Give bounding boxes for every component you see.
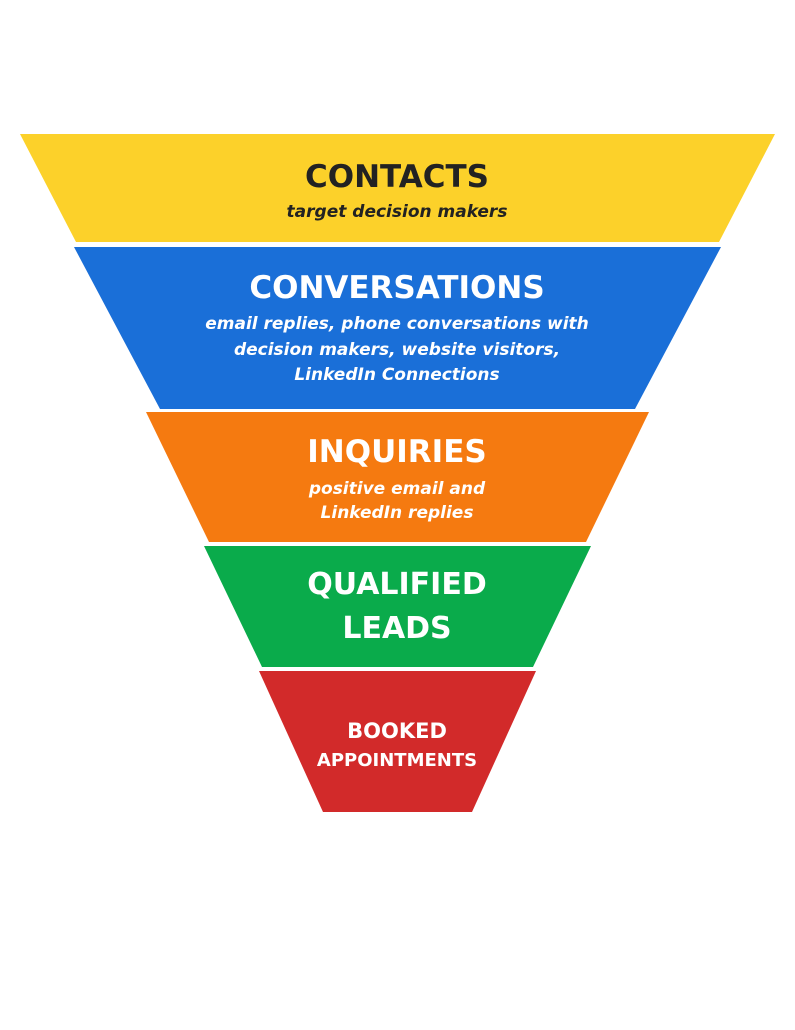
stage-band-booked-appointments — [259, 671, 536, 812]
stage-subtitle-line: decision makers, website visitors, — [234, 340, 560, 360]
stage-title-inquiries: INQUIRIES — [307, 434, 486, 470]
stage-title-conversations: CONVERSATIONS — [249, 270, 544, 306]
stage-band-conversations — [74, 247, 721, 409]
stage-subtitle-line: LinkedIn replies — [321, 503, 474, 523]
stage-title-line: QUALIFIED — [307, 567, 487, 602]
funnel-stage-contacts: CONTACTS target decision makers — [20, 134, 775, 242]
stage-subtitle-line: email replies, phone conversations with — [205, 314, 589, 334]
stage-title-line: BOOKED — [347, 719, 447, 743]
funnel-stage-conversations: CONVERSATIONS email replies, phone conve… — [74, 247, 721, 409]
funnel-stage-booked-appointments: BOOKED APPOINTMENTS — [259, 671, 536, 812]
funnel-stage-qualified-leads: QUALIFIED LEADS — [204, 546, 591, 667]
stage-subtitle-line: LinkedIn Connections — [294, 365, 499, 385]
stage-title-line: LEADS — [342, 611, 451, 646]
funnel-stage-inquiries: INQUIRIES positive email and LinkedIn re… — [146, 412, 649, 542]
stage-title-contacts: CONTACTS — [305, 159, 489, 195]
stage-title-line: APPOINTMENTS — [317, 750, 477, 771]
stage-band-qualified-leads — [204, 546, 591, 667]
stage-subtitle-contacts: target decision makers — [287, 202, 508, 222]
stage-band-inquiries — [146, 412, 649, 542]
stage-band-contacts — [20, 134, 775, 242]
stage-subtitle-line: positive email and — [308, 479, 486, 499]
